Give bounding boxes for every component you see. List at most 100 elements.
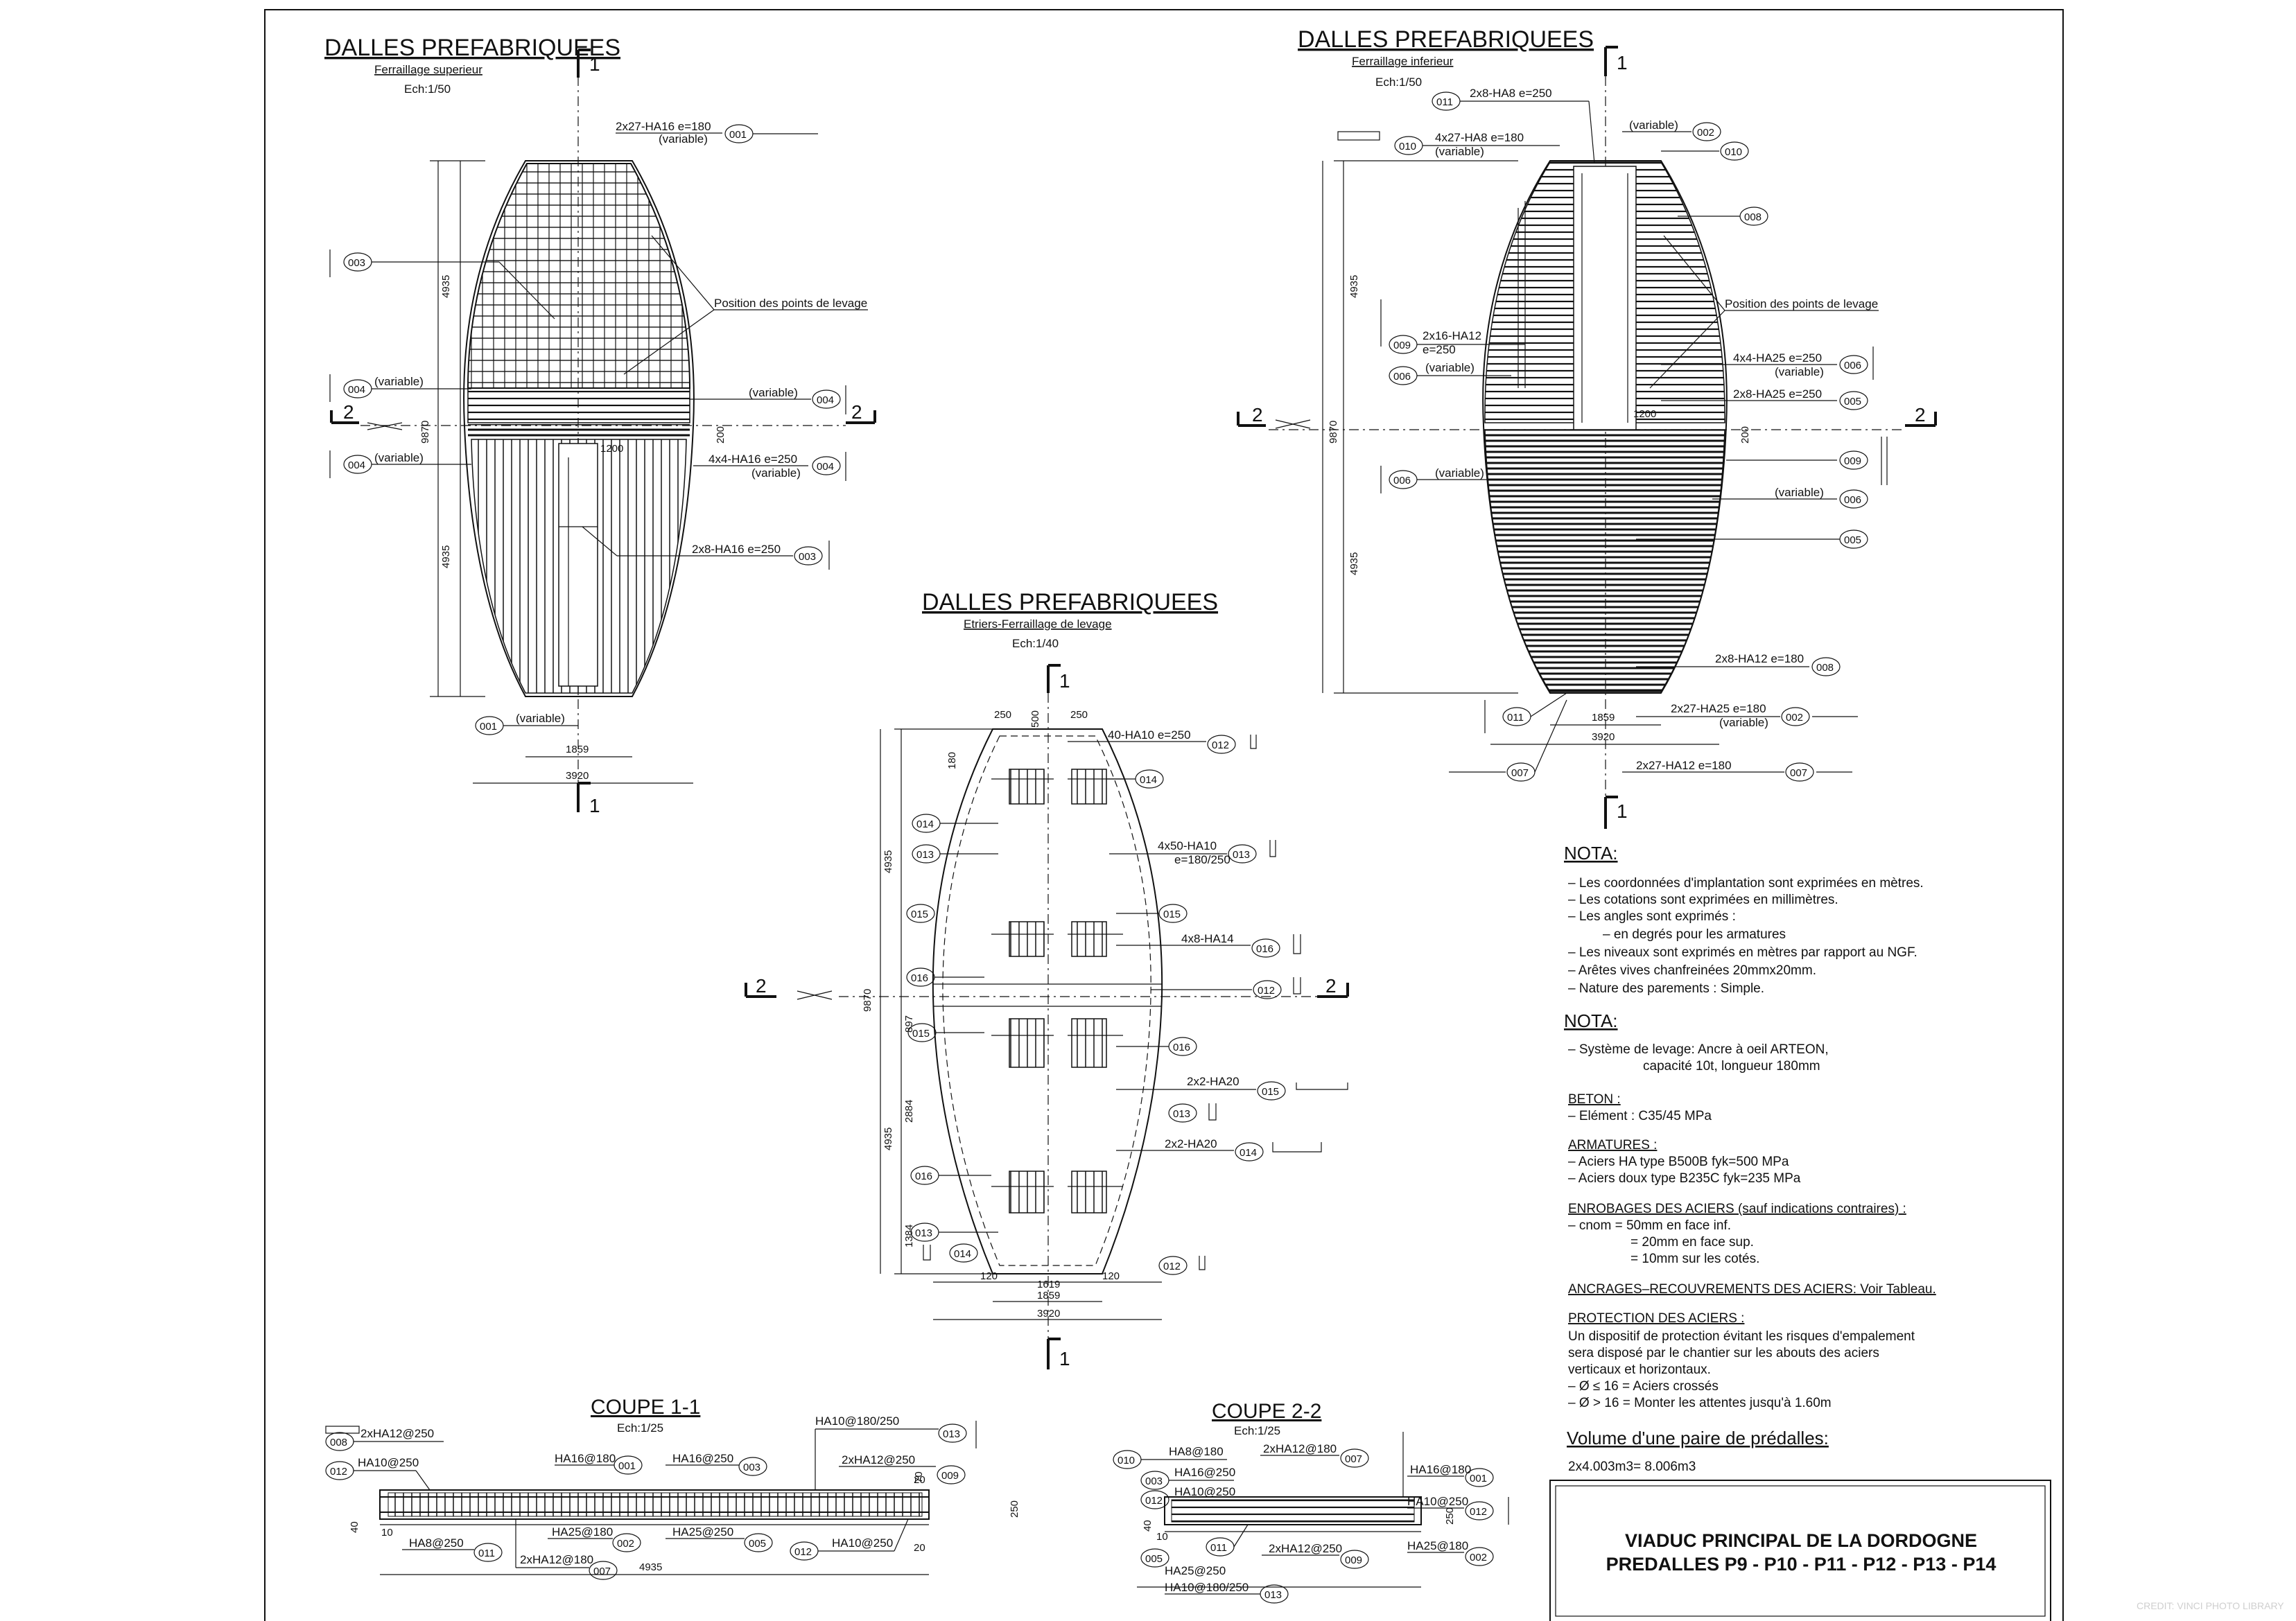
callout-003-right: 2x8-HA16 e=250 003: [582, 526, 830, 570]
view-scale: Ech:1/50: [1375, 76, 1422, 89]
callout-013-left: 013: [912, 844, 998, 864]
svg-text:016: 016: [911, 972, 928, 984]
svg-text:011: 011: [1210, 1542, 1227, 1554]
svg-text:013: 013: [1233, 849, 1250, 861]
dim-bottom-120-right: 120: [1102, 1270, 1120, 1282]
section-2-label-right: 2: [1325, 975, 1337, 997]
dim-70: 70: [913, 1471, 925, 1483]
svg-text:012: 012: [1145, 1495, 1163, 1507]
callout-016-left: 016: [906, 967, 984, 987]
stirrup-group: [1009, 921, 1045, 957]
svg-text:012: 012: [1163, 1261, 1181, 1272]
svg-text:012: 012: [330, 1466, 347, 1478]
dim-10: 10: [1156, 1531, 1168, 1543]
svg-text:HA16@180: HA16@180: [1410, 1463, 1471, 1476]
svg-text:001: 001: [729, 129, 747, 141]
svg-text:013: 013: [1173, 1108, 1190, 1120]
view-title: DALLES PREFABRIQUEES: [1298, 26, 1594, 53]
dim-bottom-3920: 3920: [1037, 1308, 1060, 1320]
svg-text:HA8@250: HA8@250: [409, 1536, 464, 1550]
svg-text:013: 013: [943, 1428, 960, 1440]
svg-text:005: 005: [749, 1538, 766, 1550]
svg-text:2x2-HA20: 2x2-HA20: [1165, 1137, 1217, 1150]
coupe2-label-013: HA10@180/250 013: [1165, 1581, 1289, 1604]
svg-text:Position des points de levage: Position des points de levage: [1725, 297, 1878, 310]
view-scale: Ech:1/40: [1012, 637, 1059, 650]
section-scale: Ech:1/25: [617, 1421, 663, 1435]
section-scale: Ech:1/25: [1234, 1424, 1280, 1437]
svg-text:011: 011: [1507, 712, 1524, 724]
svg-text:HA10@250: HA10@250: [1407, 1495, 1468, 1508]
dim-top-mid: 500: [1029, 710, 1041, 728]
dim-gap: 200: [1739, 426, 1751, 444]
nota-1-line: – Les coordonnées d'implantation sont ex…: [1568, 876, 1924, 891]
armatures-title: ARMATURES :: [1568, 1138, 1657, 1153]
svg-text:003: 003: [799, 551, 816, 563]
protection-line: Un dispositif de protection évitant les …: [1568, 1329, 1915, 1344]
nota-2-line: – Système de levage: Ancre à oeil ARTEON…: [1568, 1042, 1829, 1057]
slab-outline: [1482, 160, 1728, 694]
section-title: COUPE 2-2: [1212, 1400, 1321, 1423]
section-1-label-top: 1: [589, 53, 600, 75]
coupe2-label-012: 012 HA10@250: [1140, 1485, 1235, 1509]
callout-007-left: 007: [1449, 699, 1567, 782]
dim-2884: 2884: [903, 1100, 915, 1123]
stirrup-group: [1071, 769, 1107, 805]
section-1-label-bottom: 1: [1059, 1348, 1070, 1369]
callout-006-right-2: (variable) 006: [1712, 486, 1868, 509]
coupe2-label-002: HA25@180 002: [1407, 1539, 1494, 1566]
dim-bottom-width: 1859: [566, 744, 589, 755]
svg-text:015: 015: [1163, 909, 1181, 920]
svg-text:2xHA12@180: 2xHA12@180: [1263, 1442, 1337, 1455]
callout-014-right: 014: [1106, 769, 1164, 789]
svg-text:015: 015: [911, 909, 928, 920]
callout-011-bottom: 011: [1484, 692, 1567, 733]
dim-half-2: 4935: [882, 1128, 894, 1150]
stirrup-group: [1071, 1018, 1107, 1068]
svg-text:011: 011: [478, 1548, 495, 1559]
view-subtitle: Ferraillage inferieur: [1352, 55, 1454, 68]
section-2-label-left: 2: [756, 975, 767, 997]
svg-text:002: 002: [1786, 712, 1803, 724]
dim-middle: 1200: [600, 443, 623, 455]
svg-text:007: 007: [1511, 767, 1529, 779]
svg-text:007: 007: [1345, 1453, 1362, 1465]
svg-text:012: 012: [1212, 739, 1229, 751]
section-1-label-bottom: 1: [589, 795, 600, 816]
svg-text:e=250: e=250: [1423, 343, 1456, 356]
callout-004-right-2: 4x4-HA16 e=250 (variable) 004: [693, 452, 846, 481]
armatures-line: – Aciers HA type B500B fyk=500 MPa: [1568, 1155, 1789, 1169]
callout-005-right: 2x8-HA25 e=250 005: [1661, 387, 1868, 410]
enrobages-line: – cnom = 50mm en face inf.: [1568, 1218, 1731, 1233]
section-marker-1-bottom: [1047, 1338, 1061, 1369]
dim-250: 250: [1009, 1500, 1020, 1518]
callout-010-right: 010: [1661, 141, 1749, 161]
enrobages-line: = 10mm sur les cotés.: [1630, 1252, 1759, 1266]
dim-40: 40: [1142, 1520, 1154, 1532]
svg-text:004: 004: [817, 394, 834, 406]
svg-text:(variable): (variable): [751, 466, 801, 480]
dim-4935: 4935: [639, 1561, 662, 1573]
lifting-strip-upper: [1573, 166, 1637, 430]
svg-text:(variable): (variable): [1629, 119, 1678, 132]
callout-013-left-2: 013: [910, 1223, 998, 1242]
top-left-view: DALLES PREFABRIQUEES Ferraillage superie…: [324, 35, 876, 816]
top-right-view: DALLES PREFABRIQUEES Ferraillage inferie…: [1237, 26, 1937, 829]
lifting-points-note: Position des points de levage: [1649, 235, 1879, 389]
svg-text:2x2-HA20: 2x2-HA20: [1187, 1075, 1240, 1088]
coupe2-label-012b: HA10@250 012: [1407, 1495, 1509, 1525]
dim-top-right: 250: [1070, 709, 1088, 721]
svg-text:015: 015: [1262, 1086, 1279, 1098]
section-marker-2-right: [1905, 412, 1937, 427]
section-marker-2-left: [330, 410, 359, 424]
svg-text:006: 006: [1393, 475, 1411, 487]
svg-text:(variable): (variable): [1719, 716, 1768, 729]
svg-text:HA10@250: HA10@250: [358, 1456, 419, 1469]
svg-text:2x27-HA25 e=180: 2x27-HA25 e=180: [1671, 702, 1766, 715]
section-marker-1-top: [577, 49, 591, 78]
beton-line: – Elément : C35/45 MPa: [1568, 1109, 1712, 1123]
callout-016-left-2: 016: [910, 1166, 991, 1185]
view-subtitle: Ferraillage superieur: [374, 63, 482, 76]
svg-text:002: 002: [617, 1538, 634, 1550]
